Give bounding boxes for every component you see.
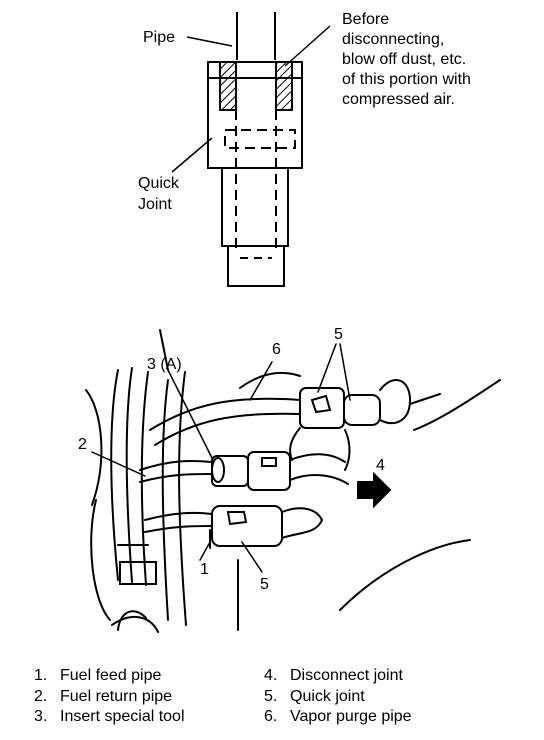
legend-num: 5. [264, 687, 278, 705]
callout-2: 2 [78, 436, 87, 453]
legend-item: 4. Disconnect joint [264, 666, 412, 687]
compressed-air-note: Before disconnecting, blow off dust, etc… [342, 10, 532, 110]
legend-num: 3. [34, 708, 48, 725]
callout-5-upper: 5 [334, 326, 343, 343]
legend-item: 2. Fuel return pipe [34, 687, 185, 708]
legend-right: 4. Disconnect joint 5. Quick joint 6. Vapor… [264, 666, 412, 728]
quick-joint-label-line2: Joint [138, 196, 172, 213]
callout-3a: 3 (A) [147, 356, 182, 373]
legend-text: Disconnect joint [290, 667, 403, 684]
callout-5-lower: 5 [260, 576, 269, 593]
pipe-cross-section [171, 12, 331, 287]
callout-1: 1 [200, 561, 209, 578]
callout-4: 4 [376, 457, 385, 474]
callout-6: 6 [272, 341, 281, 358]
legend-text: Fuel feed pipe [60, 667, 162, 684]
pipe-label: Pipe [143, 29, 176, 46]
legend-text: Fuel return pipe [60, 687, 173, 705]
legend-num: 1. [34, 667, 48, 684]
legend-item: 3. Insert special tool [34, 707, 185, 728]
quick-joint-label-line1: Quick [138, 175, 179, 192]
note-line: of this portion with [342, 71, 471, 88]
legend-item: 6. Vapor purge pipe [264, 707, 412, 728]
legend-num: 6. [264, 708, 278, 725]
legend-num: 4. [264, 667, 278, 684]
note-line: disconnecting, [342, 31, 445, 48]
legend-num: 2. [34, 687, 48, 705]
legend-text: Vapor purge pipe [290, 708, 412, 725]
note-line: compressed air. [342, 91, 455, 108]
legend-text: Insert special tool [60, 708, 185, 725]
note-line: blow off dust, etc. [342, 51, 467, 68]
legend-text: Quick joint [290, 687, 365, 705]
legend-item: 1. Fuel feed pipe [34, 666, 185, 687]
legend-left: 1. Fuel feed pipe 2. Fuel return pipe 3. In… [34, 666, 185, 728]
note-line: Before [342, 11, 390, 28]
fuel-lines-illustration [85, 329, 501, 633]
legend-item: 5. Quick joint [264, 687, 412, 708]
